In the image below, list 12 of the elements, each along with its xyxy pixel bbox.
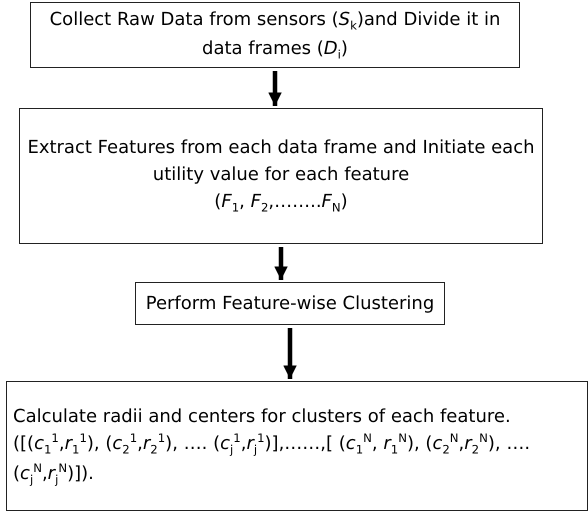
process-box [135, 282, 445, 325]
arrow [268, 71, 282, 106]
process-box [19, 108, 543, 244]
box-text: Collect Raw Data from sensors (S$_{k}$)and Divide it in data frames (D$_{i}$) [48, 8, 502, 64]
arrow [274, 247, 288, 280]
box-text: Calculate radii and centers for clusters of each feature.([(c$_{1}$$^{1}$,r$_{1}$$^{1}$), (c$_{2}$$^{1}$,r$_{2}$$^{1}$), …. (c$_{j}$$^{1}$,r$_{j}$$^{1}$)],……,[ (c$_{1}$$^{N}$, r$_{1}$$^{N}$), (c$_{2}$$^{N}$,r$_{2}$$^{N}$), …. (c$_{j}$$^{N}$,r$_{j}$$^{N}$)]). [13, 405, 532, 488]
box-text: (F$_{1}$, F$_{2}$,……..F$_{N}$) [214, 190, 348, 218]
box-text: Perform Feature-wise Clustering [146, 292, 434, 316]
arrow [283, 328, 297, 379]
process-box [30, 2, 520, 68]
box-text: Extract Features from each data frame and Initiate each utility value for each feature [26, 136, 536, 188]
process-box [6, 381, 588, 511]
